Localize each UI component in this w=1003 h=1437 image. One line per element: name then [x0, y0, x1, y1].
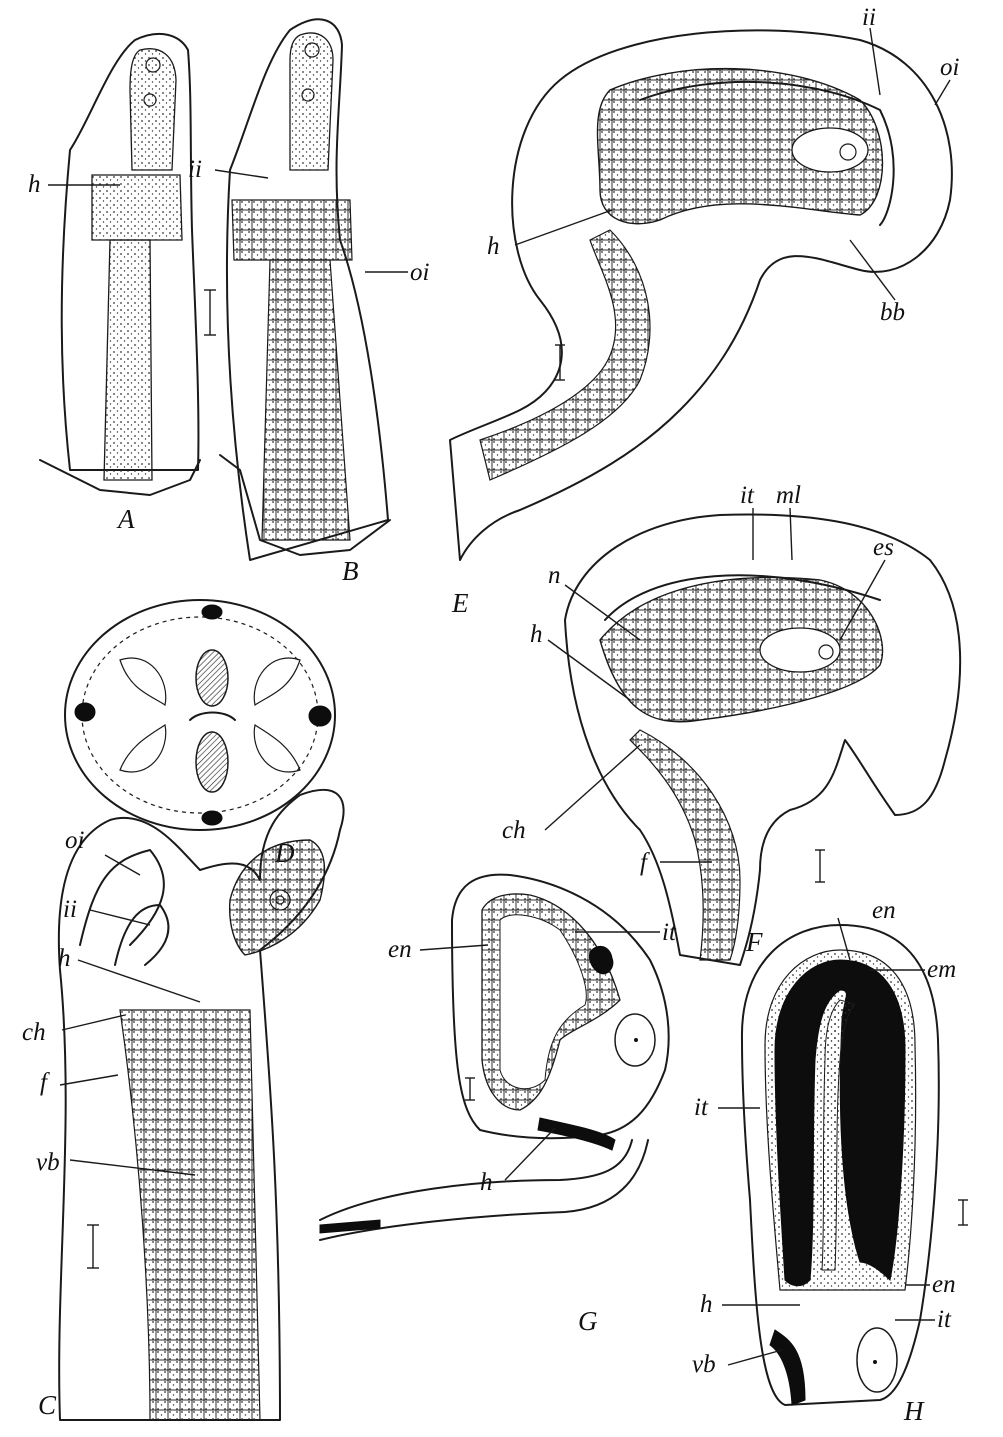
label-f-f: f [640, 849, 650, 876]
leader-h-vb [728, 1350, 782, 1365]
label-c-h: h [58, 945, 71, 972]
label-h-em: em [927, 956, 956, 983]
label-h-vb: vb [692, 1351, 716, 1378]
label-e-bb: bb [880, 299, 905, 326]
label-a-h: h [28, 171, 41, 198]
label-f-es: es [873, 534, 894, 561]
panel-label-g: G [578, 1306, 598, 1336]
label-c-ch: ch [22, 1019, 46, 1046]
leader-g-en [420, 945, 488, 950]
panel-d-drawing [65, 600, 335, 830]
label-e-oi: oi [940, 54, 960, 81]
leader-f-n [565, 585, 640, 640]
label-h-h: h [700, 1291, 713, 1318]
panel-label-b: B [342, 556, 359, 586]
panel-label-f: F [745, 927, 763, 957]
label-c-f: f [40, 1069, 50, 1096]
label-h-it-left: it [694, 1094, 709, 1121]
label-b-oi: oi [410, 259, 430, 286]
leader-c-f [60, 1075, 118, 1085]
panel-h-drawing [742, 925, 939, 1405]
label-b-ii: ii [188, 156, 202, 183]
panel-label-a: A [116, 504, 135, 534]
panel-label-h: H [903, 1396, 925, 1426]
label-f-h: h [530, 621, 543, 648]
leader-c-ch [62, 1015, 125, 1030]
panel-label-c: C [38, 1390, 57, 1420]
panel-b-drawing [220, 19, 390, 560]
label-h-it-right: it [937, 1306, 952, 1333]
panel-f-drawing [565, 514, 960, 965]
label-g-en: en [388, 936, 412, 963]
label-c-vb: vb [36, 1149, 60, 1176]
panel-a-drawing [40, 34, 200, 495]
panel-e-drawing [450, 30, 952, 560]
label-c-oi: oi [65, 827, 85, 854]
label-f-ml: ml [776, 482, 801, 509]
label-f-it: it [740, 482, 755, 509]
panel-c-drawing [59, 790, 344, 1420]
panel-label-e: E [451, 588, 469, 618]
label-c-ii: ii [63, 896, 77, 923]
leader-b-ii [215, 170, 268, 178]
label-h-en-top: en [872, 897, 896, 924]
label-f-ch: ch [502, 817, 526, 844]
label-e-ii: ii [862, 4, 876, 31]
leader-e-oi [935, 80, 950, 105]
label-h-en-bottom: en [932, 1271, 956, 1298]
label-g-it: it [662, 919, 677, 946]
leader-c-h [78, 960, 200, 1002]
label-e-h: h [487, 233, 500, 260]
label-f-n: n [548, 562, 561, 589]
label-g-h: h [480, 1169, 493, 1196]
leader-e-ii [870, 28, 880, 95]
panel-g-drawing [320, 875, 669, 1240]
